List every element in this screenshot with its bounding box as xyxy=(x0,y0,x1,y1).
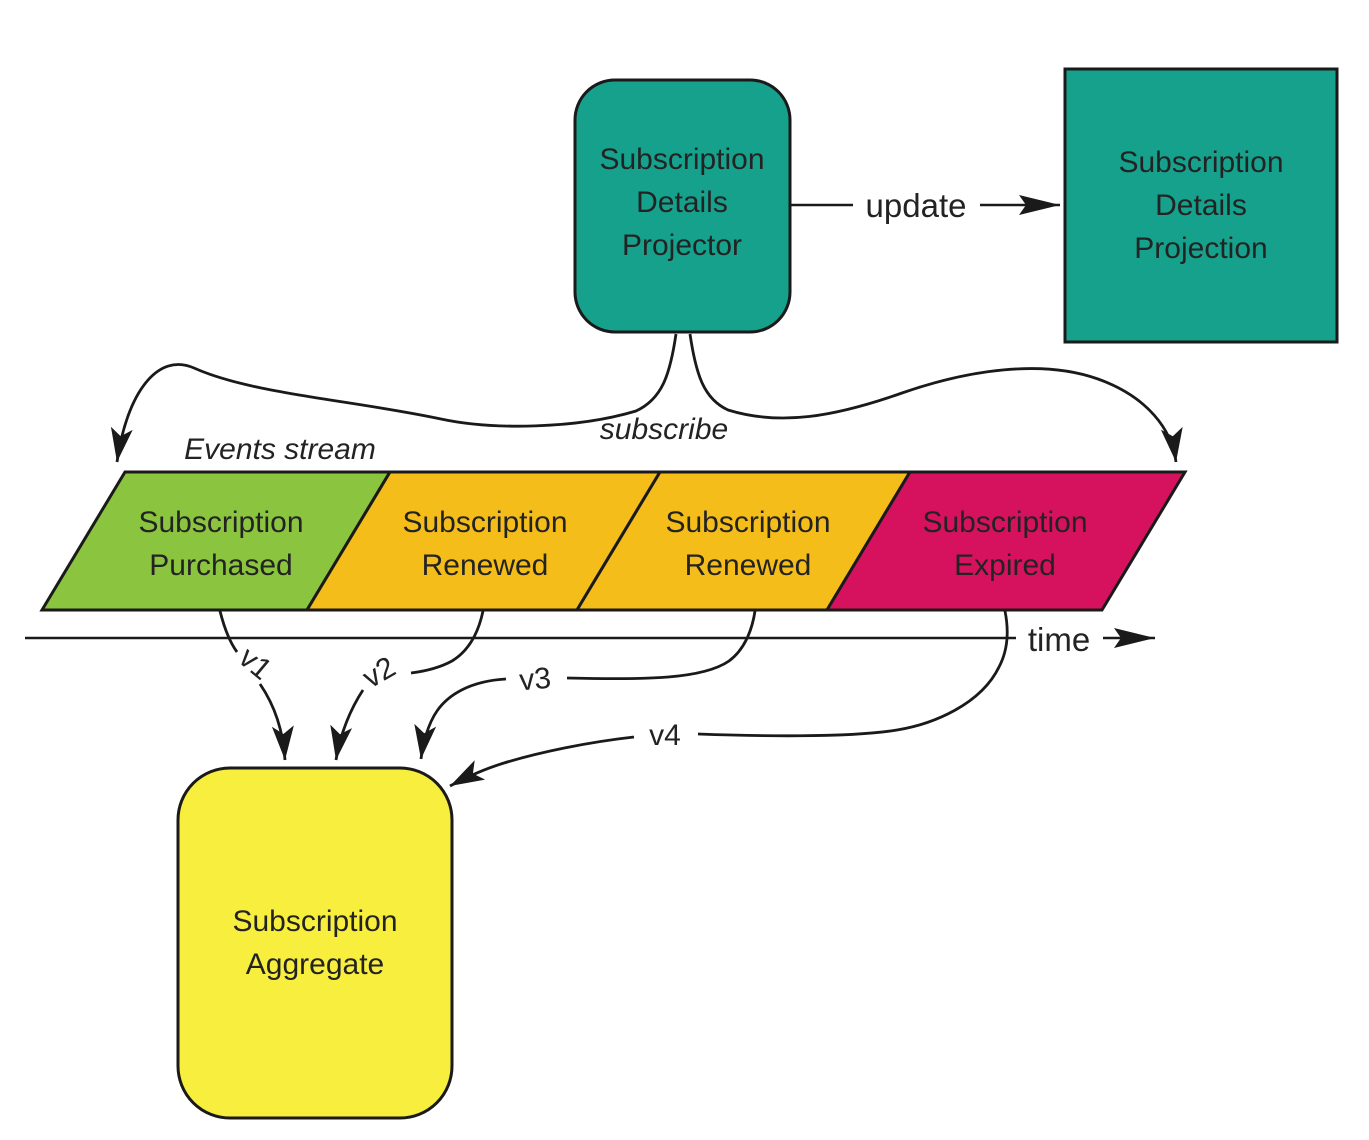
v1-label: v1 xyxy=(232,641,277,687)
v1-arrow-head xyxy=(258,683,294,761)
version-arrows: v1 v2 v3 v4 xyxy=(218,610,1009,788)
event-renewed-2-line2: Renewed xyxy=(685,549,812,582)
subscribe-label: subscribe xyxy=(600,413,728,446)
events-stream: Subscription Purchased Subscription Rene… xyxy=(39,470,1188,612)
v4-arrow-head xyxy=(449,735,635,788)
aggregate-label-line1: Subscription xyxy=(232,905,397,938)
subscribe-arrow-right xyxy=(688,333,1183,463)
v2-arrow-head xyxy=(330,689,365,761)
event-purchased-line1: Subscription xyxy=(138,506,303,539)
aggregate-node: Subscription Aggregate xyxy=(176,766,454,1120)
event-expired-line1: Subscription xyxy=(922,506,1087,539)
v4-label: v4 xyxy=(649,719,681,752)
v3-label: v3 xyxy=(518,662,552,698)
projection-box xyxy=(1063,67,1339,344)
event-expired-line2: Expired xyxy=(954,549,1056,582)
events-stream-label: Events stream xyxy=(184,433,376,466)
time-label: time xyxy=(1028,621,1090,658)
event-purchased-line2: Purchased xyxy=(149,549,292,582)
projector-node: Subscription Details Projector xyxy=(573,78,792,334)
v2-label: v2 xyxy=(357,651,401,695)
projector-label-line1: Subscription xyxy=(599,143,764,176)
event-renewed-1-line1: Subscription xyxy=(402,506,567,539)
v1-arrow-tail xyxy=(218,610,239,653)
event-segment-expired xyxy=(824,470,1188,612)
projector-label-line3: Projector xyxy=(622,229,742,262)
time-axis: time xyxy=(25,621,1155,658)
v3-arrow-head xyxy=(414,677,507,760)
projection-label-line2: Details xyxy=(1155,189,1247,222)
projector-label-line2: Details xyxy=(636,186,728,219)
subscribe-arrows: subscribe xyxy=(110,333,1183,463)
projection-label-line1: Subscription xyxy=(1118,146,1283,179)
v3-arrow-tail xyxy=(566,610,757,681)
projector-box xyxy=(573,78,792,334)
v4-arrow-tail xyxy=(697,610,1009,738)
event-renewed-2-line1: Subscription xyxy=(665,506,830,539)
v2-arrow-tail xyxy=(410,610,485,675)
aggregate-box xyxy=(176,766,454,1120)
projection-node: Subscription Details Projection xyxy=(1063,67,1339,344)
aggregate-label-line2: Aggregate xyxy=(246,948,384,981)
event-renewed-1-line2: Renewed xyxy=(422,549,549,582)
projection-label-line3: Projection xyxy=(1134,232,1267,265)
update-arrow: update xyxy=(791,187,1060,224)
update-label: update xyxy=(866,187,967,224)
subscribe-arrow-left xyxy=(110,333,678,463)
